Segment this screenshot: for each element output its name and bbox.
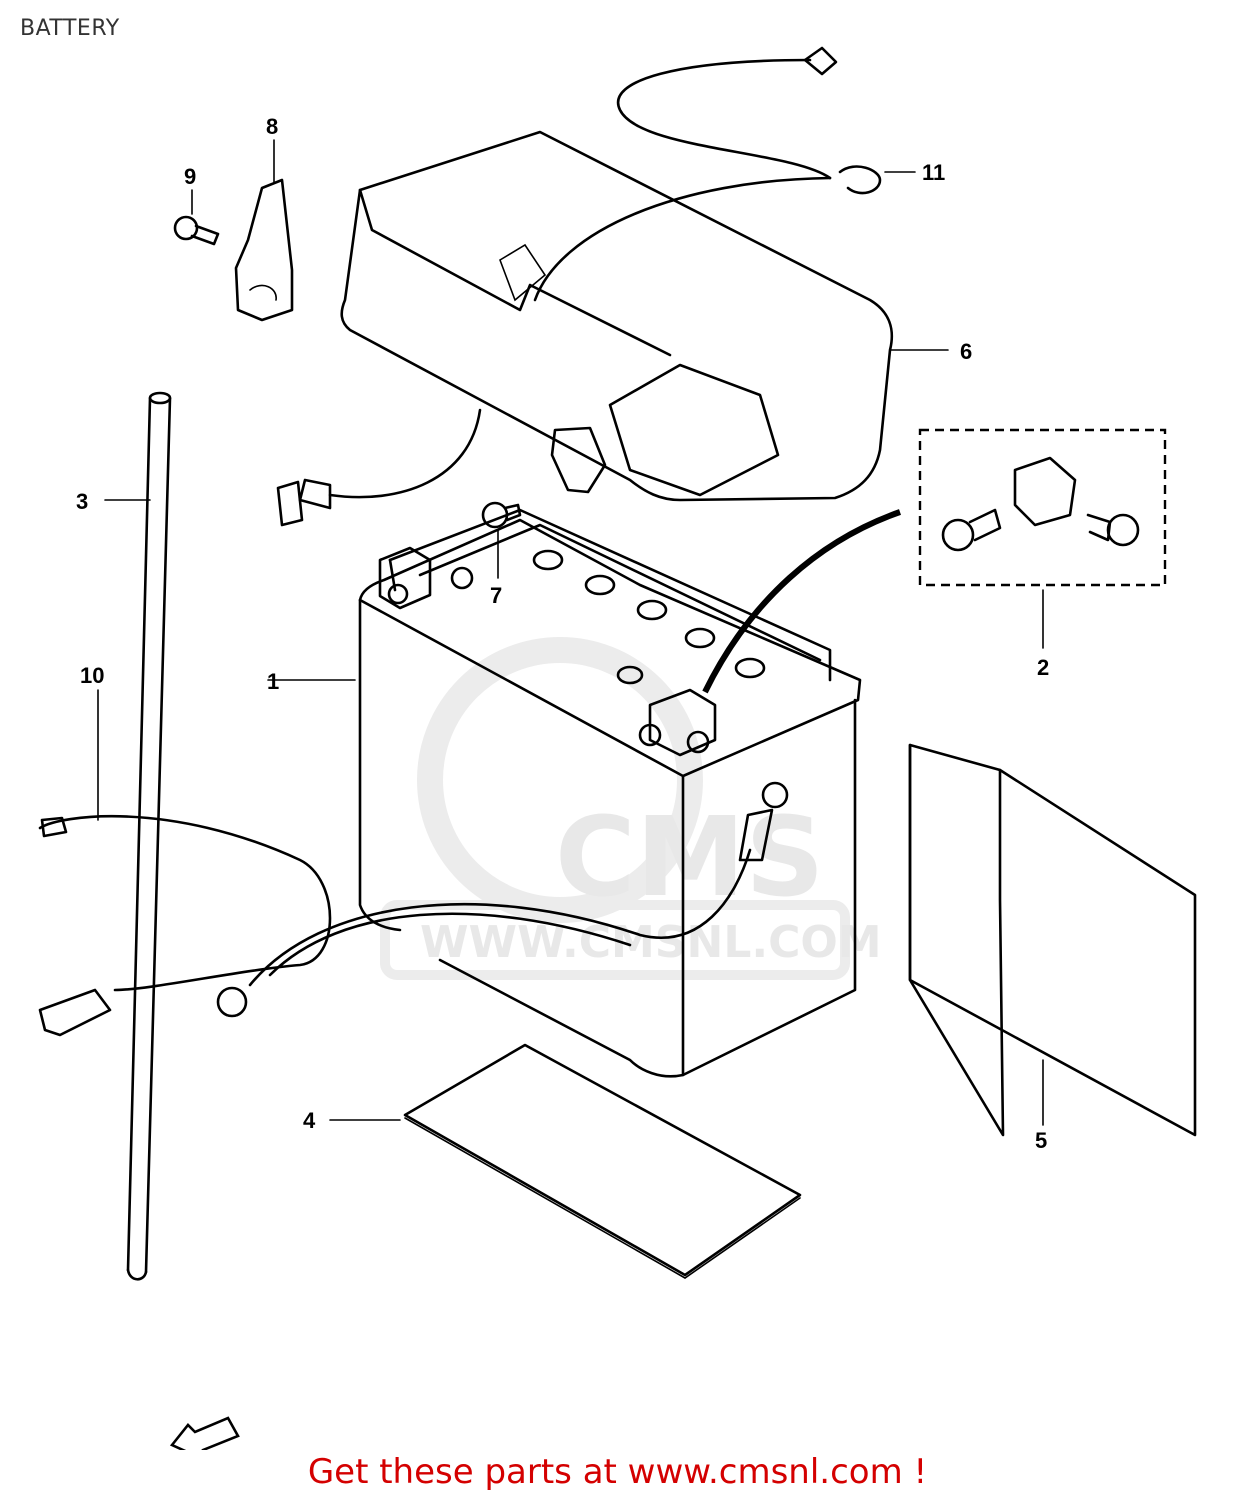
negative-lead-upper [276, 408, 607, 527]
page-title: BATTERY [20, 16, 120, 41]
callout-5: 5 [1035, 1128, 1047, 1153]
terminal-set-box [918, 428, 1167, 649]
callout-11: 11 [922, 160, 945, 185]
callout-2: 2 [1037, 655, 1049, 680]
callout-10: 10 [80, 663, 104, 688]
callout-1: 1 [267, 669, 279, 694]
battery-cover [340, 130, 894, 502]
callout-8: 8 [266, 114, 278, 139]
bracket-bolt [173, 189, 220, 246]
battery-cell-caps [532, 549, 766, 685]
callout-4: 4 [303, 1108, 316, 1133]
callout-9: 9 [184, 164, 196, 189]
battery-bracket [234, 139, 294, 322]
callout-6: 6 [960, 339, 972, 364]
watermark-url: WWW.CMSNL.COM [420, 917, 882, 968]
battery-terminal-positive [638, 688, 717, 757]
terminal-screw [481, 501, 522, 579]
breather-hose [104, 391, 172, 1281]
positive-wire [702, 509, 901, 694]
side-pad [908, 743, 1197, 1137]
cover-cable [533, 46, 916, 302]
battery-parts-diagram: CMS WWW.CMSNL.COM [38, 46, 1197, 1450]
bottom-pad [329, 1043, 802, 1279]
cms-watermark-logo: CMS WWW.CMSNL.COM [380, 637, 882, 980]
battery-lead [216, 781, 789, 1018]
harness-wire [38, 689, 332, 1037]
watermark-text: CMS [555, 793, 824, 921]
battery-terminal-negative [378, 546, 474, 610]
footer-promo-link[interactable]: Get these parts at www.cmsnl.com ! [307, 1452, 928, 1492]
callout-3: 3 [76, 489, 88, 514]
callout-7: 7 [490, 583, 502, 608]
front-arrow-icon [169, 1416, 240, 1450]
